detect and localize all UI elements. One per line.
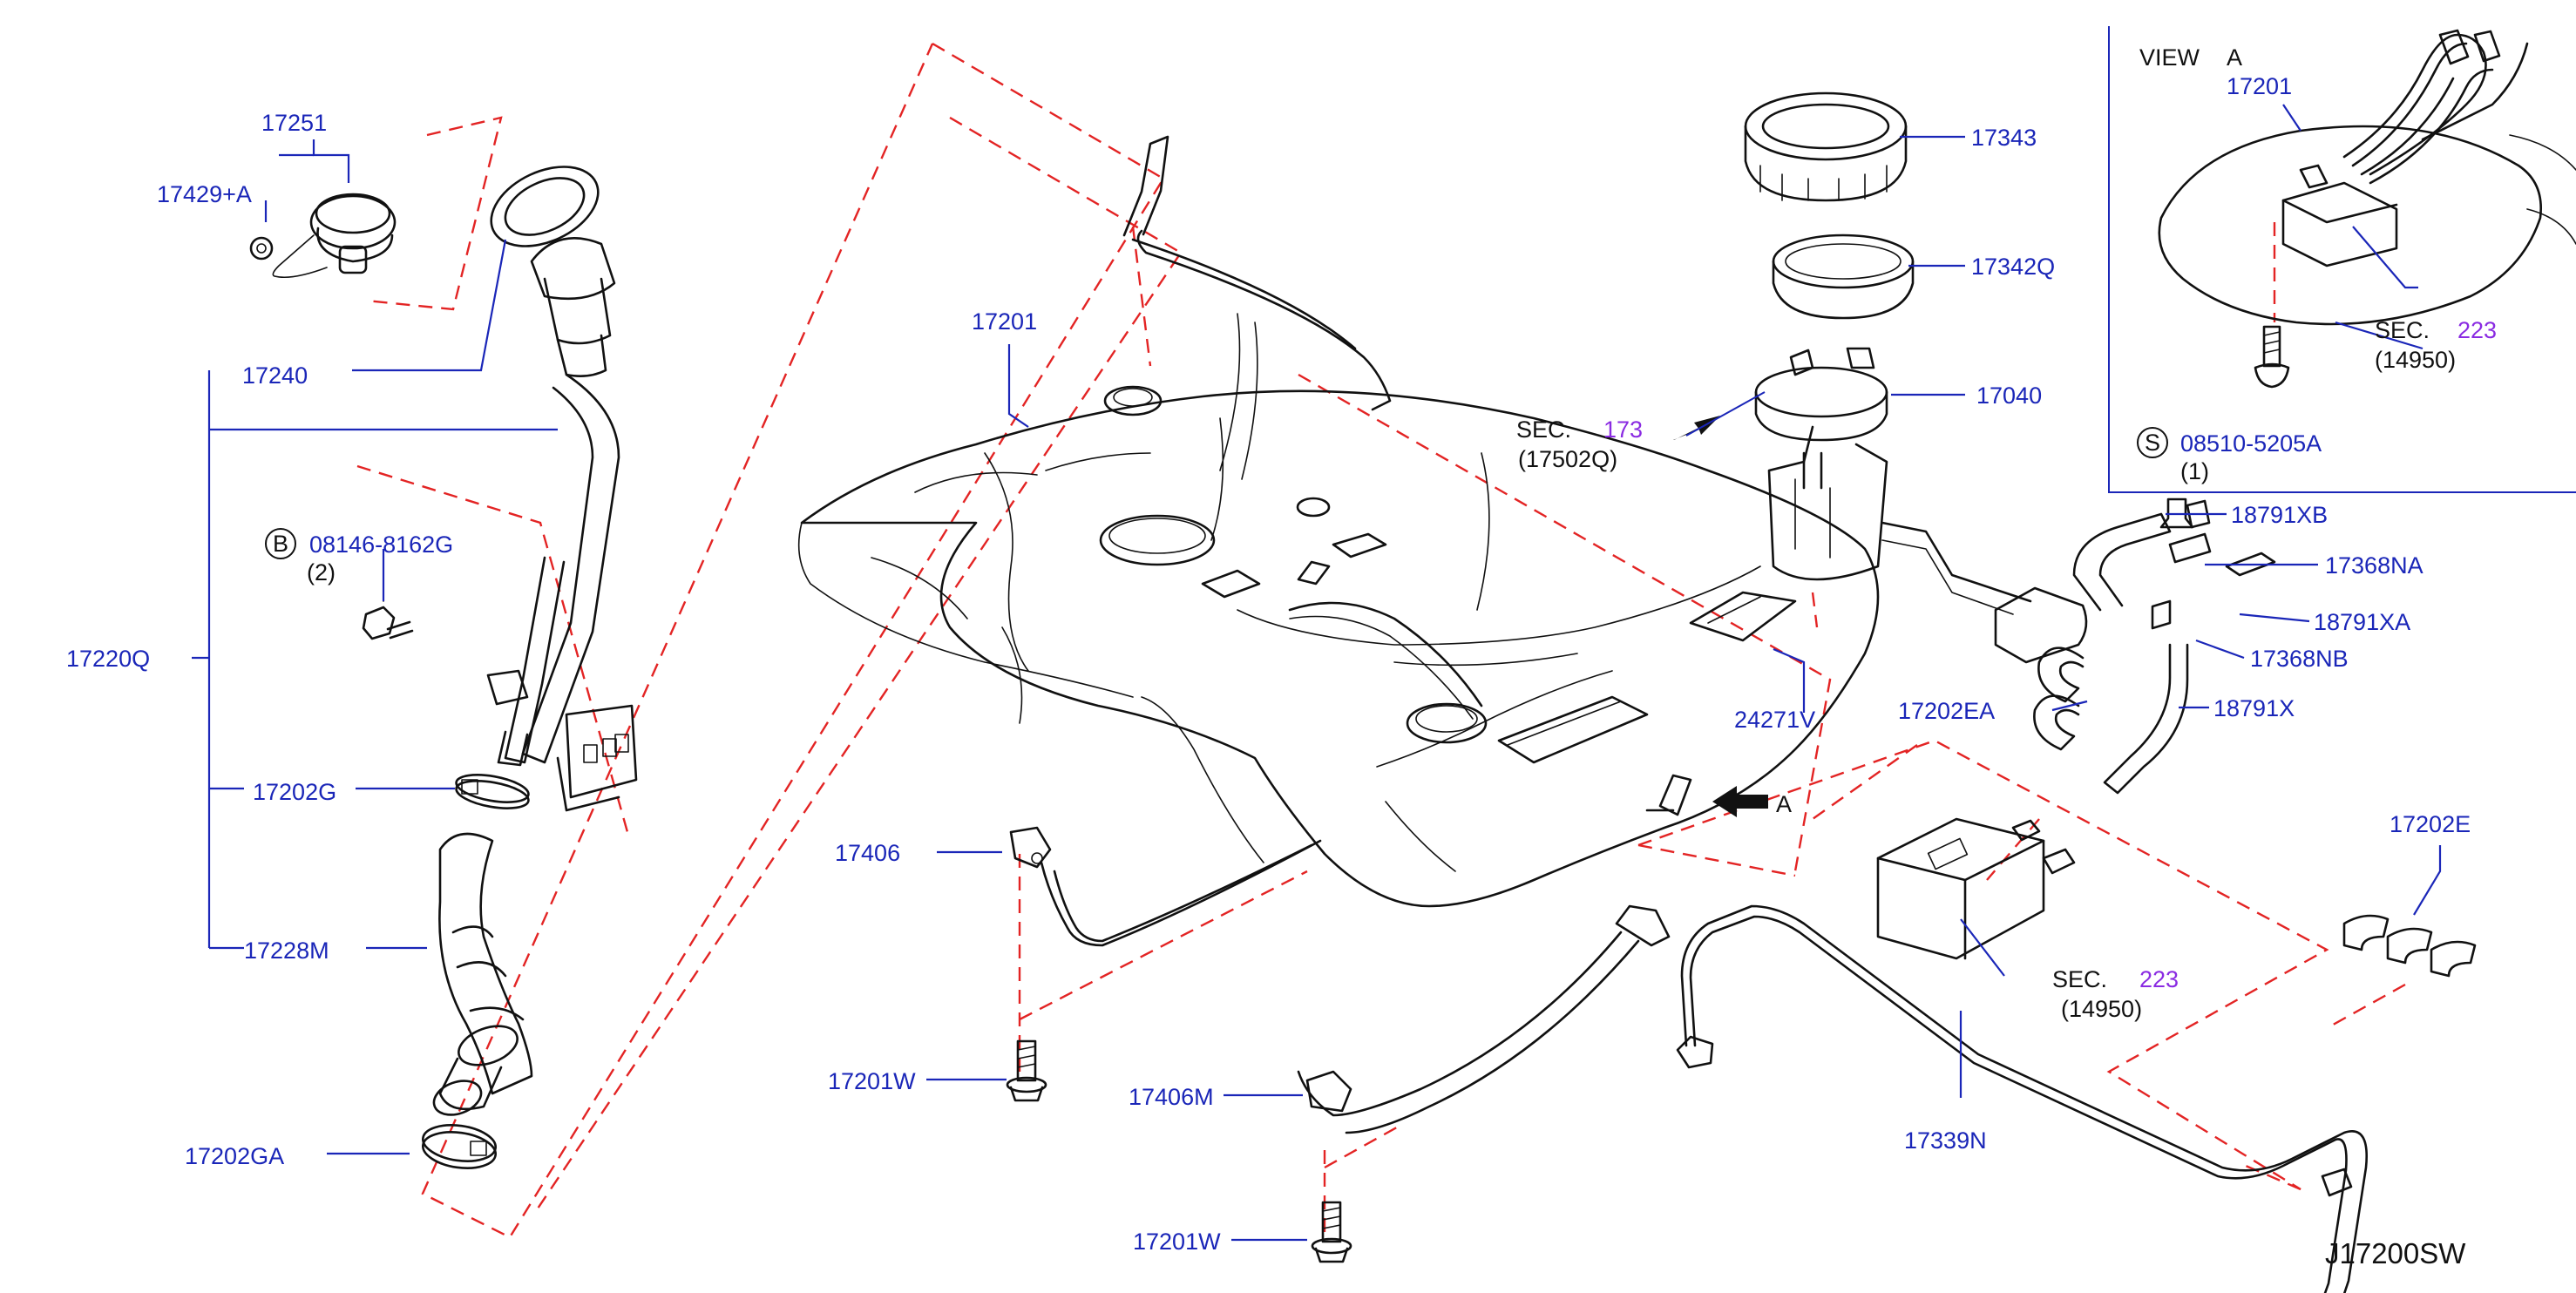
label-17201w-upper: 17201W (828, 1068, 916, 1094)
arrow-to-sec-173 (1673, 391, 1766, 440)
label-17429a: 17429+A (157, 181, 252, 207)
label-17201w-lower: 17201W (1133, 1229, 1221, 1255)
gasket-24271v (1689, 591, 1797, 642)
seal-ring-17342q (1772, 234, 1915, 320)
vent-hoses-and-connectors (2033, 498, 2276, 795)
label-17240: 17240 (242, 362, 308, 389)
screw-symbol-circle (2137, 427, 2168, 458)
bolt-symbol-circle (265, 528, 296, 559)
lock-ring-17343 (1744, 91, 1908, 202)
label-17368na: 17368NA (2325, 552, 2423, 579)
label-17202e: 17202E (2390, 811, 2471, 837)
clip-17202e (2342, 914, 2477, 978)
label-08146-8162g: 08146-8162G (309, 531, 453, 558)
tank-straps (1009, 826, 1671, 1134)
label-17342q: 17342Q (1971, 254, 2055, 280)
bolt-17201w-upper (1006, 1039, 1047, 1102)
view-a-inset (2108, 26, 2576, 493)
label-view-letter: A (2227, 44, 2242, 71)
filler-hose-and-clamps (422, 774, 533, 1169)
label-17368nb: 17368NB (2250, 646, 2349, 672)
label-17201-view: 17201 (2227, 73, 2292, 99)
fuel-filler-cap (249, 193, 397, 279)
bolt-symbol-letter: B (273, 531, 288, 557)
label-18791xa: 18791XA (2314, 609, 2410, 635)
label-17202ga: 17202GA (185, 1143, 284, 1169)
label-17202ea: 17202EA (1898, 698, 1995, 724)
label-sec-223-pump-num: 223 (2457, 317, 2497, 343)
label-17201: 17201 (972, 308, 1037, 335)
label-sec-223-pump-ref: (14950) (2375, 347, 2456, 373)
label-17220q: 17220Q (66, 646, 150, 672)
bolt-08146-8162g (362, 565, 414, 640)
label-bolt-qty: (2) (307, 559, 336, 586)
arrow-view-a (1712, 786, 1768, 817)
label-sec-173-ref: (17502Q) (1518, 446, 1617, 472)
label-17406m: 17406M (1129, 1084, 1214, 1110)
fuel-pump-17040 (1754, 347, 2088, 664)
label-17251: 17251 (261, 110, 327, 136)
label-sec-223-pump-prefix: SEC. (2375, 317, 2430, 343)
part-labels: 17251 17429+A 17240 17220Q 17202G 17228M… (66, 44, 2497, 1269)
vapor-tube-17339n (1676, 904, 2368, 1293)
label-sec-223-canister-num: 223 (2139, 966, 2179, 992)
leader-lines (192, 104, 2442, 1242)
label-view-title: VIEW (2139, 44, 2200, 71)
screw-symbol-letter: S (2145, 430, 2160, 456)
label-sec-173-num: 173 (1603, 416, 1643, 443)
bolt-17201w-lower (1311, 1201, 1352, 1263)
label-17343: 17343 (1971, 125, 2037, 151)
label-18791x: 18791X (2213, 695, 2295, 721)
fuel-tank-body (797, 135, 1880, 908)
label-17406: 17406 (835, 840, 900, 866)
label-17339n: 17339N (1904, 1127, 1987, 1154)
filler-neck-tube (486, 166, 638, 812)
diagram-id: J17200SW (2325, 1237, 2466, 1269)
evap-canister (1876, 817, 2076, 960)
label-18791xb: 18791XB (2231, 502, 2328, 528)
label-24271v: 24271V (1734, 707, 1815, 733)
dashed-guide-lines (356, 42, 2406, 1239)
label-17202g: 17202G (253, 779, 336, 805)
label-sec-223-canister-prefix: SEC. (2052, 966, 2107, 992)
label-08510-5205a: 08510-5205A (2180, 430, 2322, 457)
label-17228m: 17228M (244, 938, 329, 964)
label-sec-223-canister-ref: (14950) (2061, 996, 2142, 1022)
label-screw-qty: (1) (2180, 458, 2209, 484)
label-sec-173-prefix: SEC. (1516, 416, 1571, 443)
label-17040: 17040 (1976, 382, 2042, 409)
label-arrow-a: A (1776, 791, 1792, 817)
